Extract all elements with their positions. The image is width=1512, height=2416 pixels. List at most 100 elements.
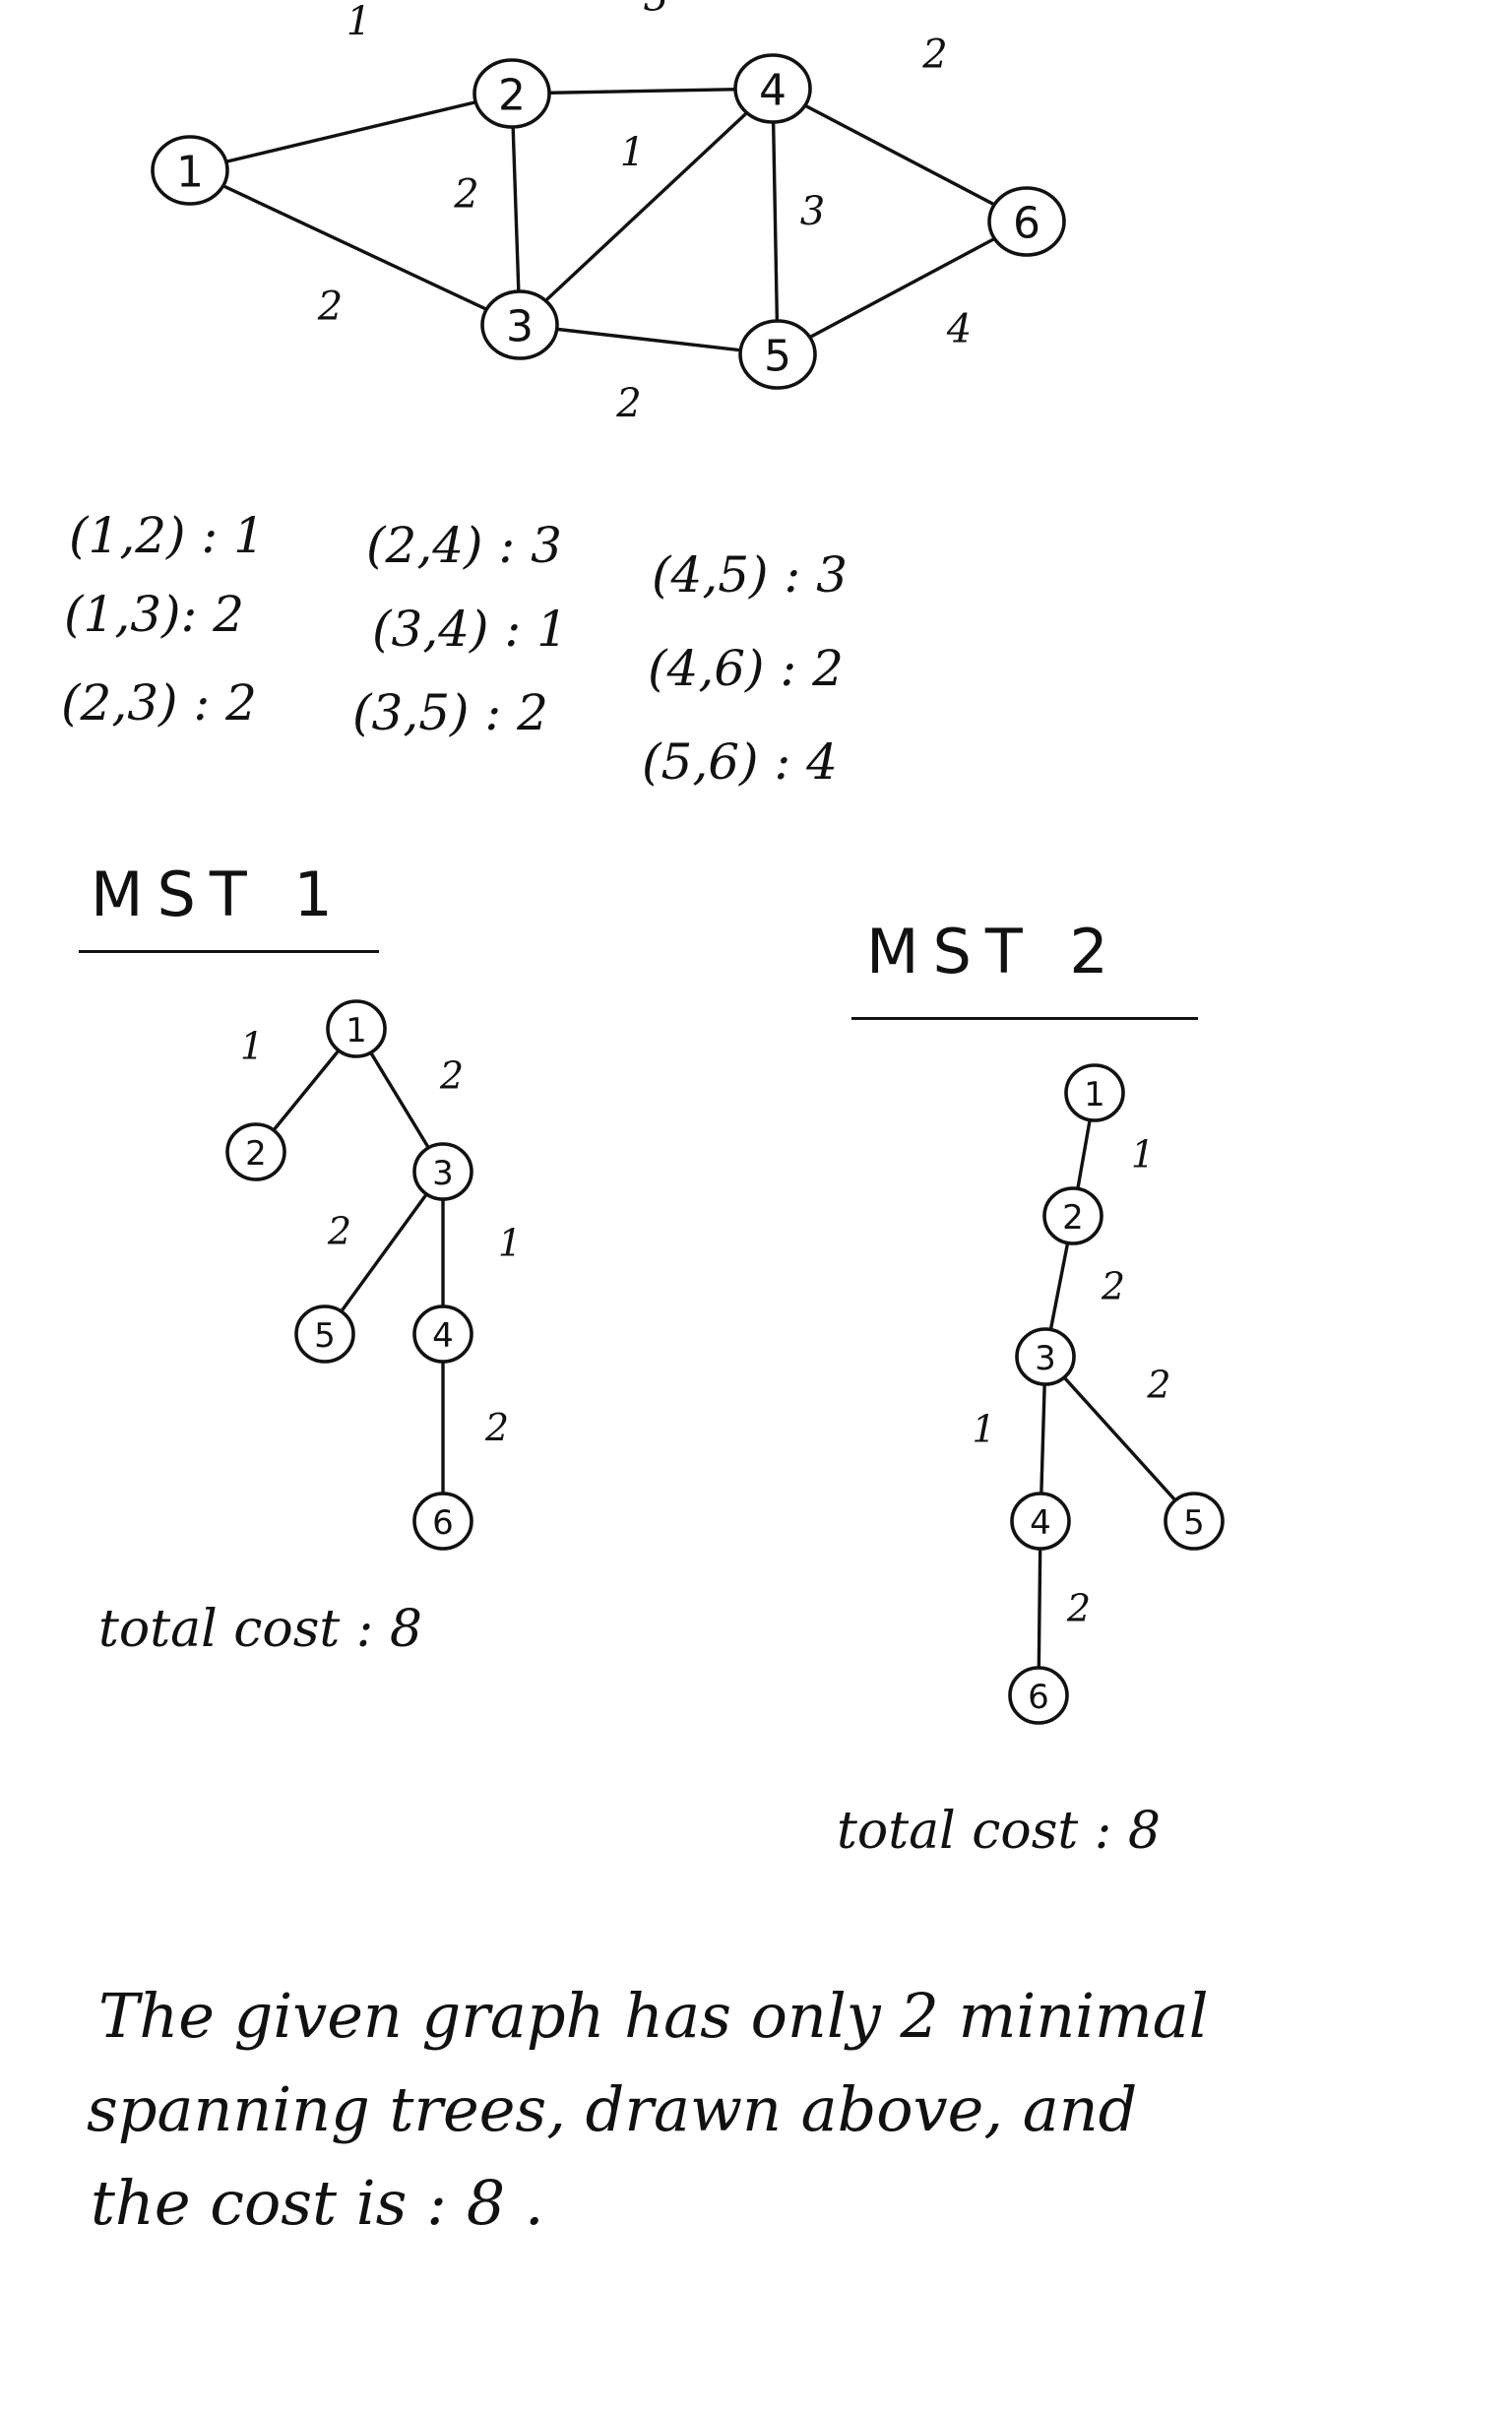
- edge-weight-label: 2: [1066, 1587, 1091, 1630]
- node-circle: [472, 58, 551, 129]
- edge-list-item: (5,6) : 4: [642, 733, 838, 791]
- node-circle: [1164, 1492, 1225, 1551]
- edge-weight-label: 1: [1131, 1133, 1155, 1176]
- node-circle: [412, 1492, 473, 1551]
- node-label: 2: [498, 71, 526, 121]
- edge-1-3: [188, 168, 522, 327]
- node-label: 5: [764, 332, 791, 382]
- weighted-graph: 122312324123456: [151, 0, 1066, 426]
- node-circle: [987, 186, 1066, 257]
- node-circle: [294, 1304, 355, 1364]
- edge-weight-label: 2: [453, 172, 478, 218]
- edge-list-item: (4,5) : 3: [652, 546, 848, 604]
- node-5: 5: [738, 319, 817, 390]
- node-label: 1: [346, 1011, 367, 1050]
- node-circle: [412, 1304, 473, 1364]
- conclusion-line-3: the cost is : 8 .: [91, 2167, 544, 2239]
- node-1: 1: [1064, 1063, 1125, 1122]
- edge-weight-label: 1: [346, 0, 371, 44]
- conclusion-line-1: The given graph has only 2 minimal: [98, 1980, 1209, 2052]
- mst2-total-cost: total cost : 8: [837, 1802, 1161, 1861]
- node-1: 1: [326, 999, 387, 1058]
- node-circle: [151, 135, 229, 206]
- conclusion-line-2: spanning trees, drawn above, and: [87, 2073, 1138, 2145]
- node-label: 6: [432, 1503, 454, 1543]
- node-label: 4: [432, 1316, 454, 1356]
- edge-weight-label: 2: [317, 285, 343, 330]
- edge-5-6: [776, 220, 1029, 356]
- node-3: 3: [412, 1142, 473, 1201]
- node-label: 4: [759, 66, 787, 116]
- node-label: 1: [1084, 1075, 1105, 1114]
- edge-list-item: (2,4) : 3: [366, 517, 562, 574]
- edge-list-item: (2,3) : 2: [61, 674, 257, 731]
- node-label: 3: [1035, 1339, 1056, 1378]
- node-label: 5: [314, 1316, 336, 1356]
- edge-3-5: [518, 323, 780, 356]
- node-circle: [1042, 1186, 1103, 1245]
- edge-weight-label: 3: [800, 189, 825, 234]
- edge-weight-label: 1: [240, 1025, 264, 1068]
- edge-list-item: (1,2) : 1: [69, 507, 265, 564]
- edge-2-3: [1043, 1214, 1075, 1359]
- edge-1-2: [188, 92, 514, 172]
- node-label: 6: [1013, 199, 1040, 249]
- edge-2-4: [510, 87, 775, 95]
- node-label: 5: [1183, 1503, 1205, 1543]
- node-6: 6: [1008, 1666, 1069, 1725]
- edge-1-2: [254, 1027, 358, 1154]
- node-label: 1: [176, 148, 204, 198]
- mst1-title: MST 1: [91, 858, 346, 930]
- node-6: 6: [412, 1492, 473, 1551]
- edge-1-2: [1071, 1091, 1097, 1218]
- edge-weight-label: 1: [620, 130, 645, 175]
- edge-3-5: [1043, 1355, 1196, 1523]
- node-label: 4: [1030, 1503, 1051, 1543]
- edge-list-item: (4,6) : 2: [648, 640, 844, 697]
- node-5: 5: [294, 1304, 355, 1364]
- node-circle: [480, 289, 559, 360]
- node-4: 4: [1010, 1492, 1071, 1551]
- edge-weight-label: 3: [644, 0, 668, 21]
- edge-weight-label: 2: [327, 1210, 351, 1253]
- mst1-underline: [79, 950, 379, 953]
- node-circle: [738, 319, 817, 390]
- edge-weight-label: 2: [615, 381, 641, 426]
- mst2-title: MST 2: [866, 916, 1122, 987]
- node-5: 5: [1164, 1492, 1225, 1551]
- node-2: 2: [472, 58, 551, 129]
- node-6: 6: [987, 186, 1066, 257]
- node-circle: [225, 1122, 286, 1181]
- edge-4-6: [1037, 1519, 1042, 1697]
- node-2: 2: [225, 1122, 286, 1181]
- mst1-total-cost: total cost : 8: [98, 1600, 422, 1659]
- edge-list-item: (3,4) : 1: [372, 601, 568, 658]
- node-4: 4: [733, 53, 812, 124]
- edge-3-5: [323, 1170, 445, 1336]
- edge-4-5: [771, 87, 780, 356]
- edge-weight-label: 2: [1146, 1364, 1170, 1407]
- edge-3-4: [518, 87, 775, 327]
- edge-weight-label: 1: [498, 1222, 522, 1265]
- node-circle: [326, 999, 387, 1058]
- edge-3-4: [1039, 1355, 1047, 1523]
- node-3: 3: [480, 289, 559, 360]
- node-circle: [1064, 1063, 1125, 1122]
- node-4: 4: [412, 1304, 473, 1364]
- node-circle: [412, 1142, 473, 1201]
- edge-list-item: (3,5) : 2: [352, 684, 548, 741]
- edge-list-item: (1,3): 2: [64, 586, 245, 643]
- edge-weight-label: 2: [1101, 1265, 1125, 1308]
- node-3: 3: [1015, 1327, 1076, 1386]
- node-circle: [1015, 1327, 1076, 1386]
- edge-weight-label: 2: [921, 32, 947, 78]
- mst2-underline: [851, 1017, 1198, 1020]
- node-label: 3: [506, 302, 534, 352]
- node-2: 2: [1042, 1186, 1103, 1245]
- edge-weight-label: 2: [439, 1054, 464, 1098]
- node-circle: [1008, 1666, 1069, 1725]
- edge-weight-label: 2: [484, 1406, 509, 1449]
- edge-4-6: [771, 87, 1029, 223]
- edge-1-3: [354, 1027, 445, 1174]
- edge-2-3: [510, 92, 522, 327]
